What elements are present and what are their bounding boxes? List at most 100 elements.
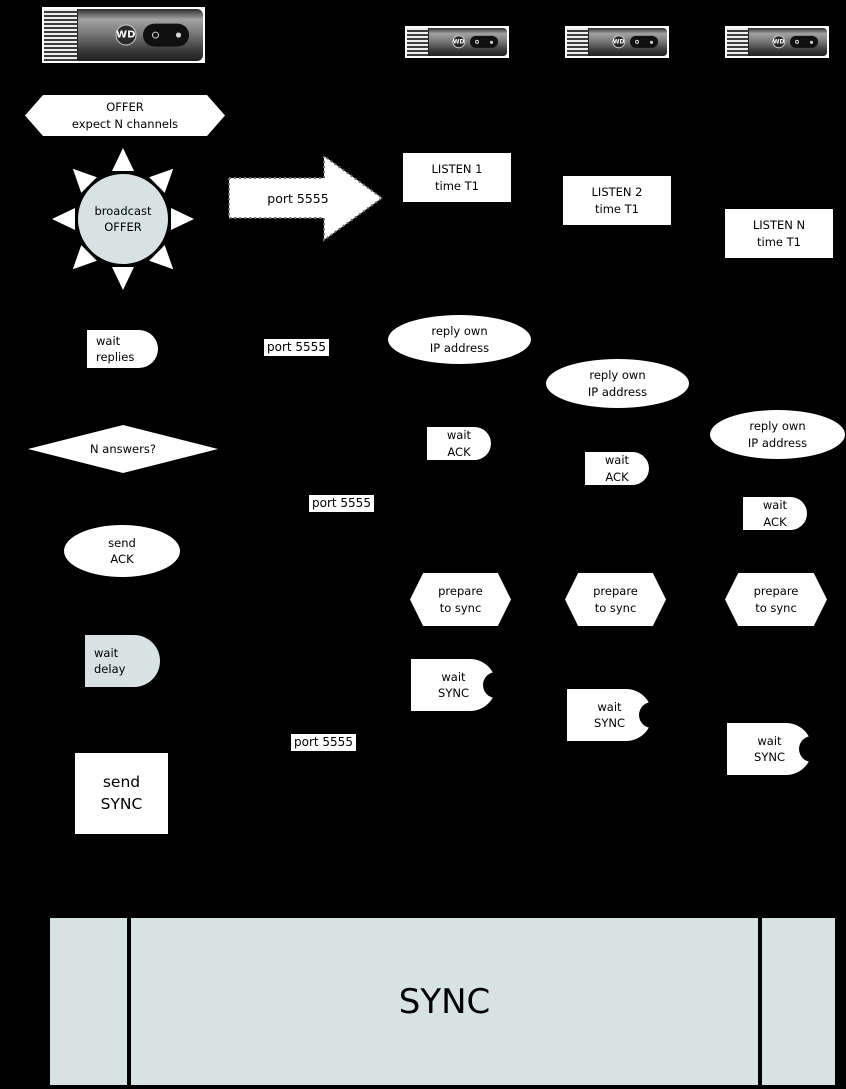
wait-ack-n-node: wait ACK — [743, 497, 807, 530]
wd-device-master: WD — [42, 7, 205, 63]
status-led-icon — [810, 40, 813, 44]
broadcast-offer-label: broadcast OFFER — [48, 144, 198, 294]
send-ack-line2: ACK — [110, 552, 134, 566]
wait-ack-2-line2: ACK — [605, 469, 629, 484]
listen-1-node: LISTEN 1 time T1 — [403, 153, 511, 202]
prepare-sync-n-node: prepare to sync — [725, 573, 827, 626]
wait-ack-1-line2: ACK — [447, 444, 471, 459]
device-body: WD — [78, 9, 203, 61]
power-button-icon — [151, 31, 160, 39]
wd-logo: WD — [451, 35, 466, 49]
broadcast-line2: OFFER — [104, 220, 142, 234]
send-ack-line1: send — [108, 535, 136, 550]
wait-delay-line2: delay — [94, 662, 126, 676]
reply-ip-1-line1: reply own — [431, 324, 488, 339]
wait-sync-n-node: wait SYNC — [727, 723, 812, 775]
reply-ip-2-line2: IP address — [587, 384, 648, 399]
wait-replies-line1: wait — [96, 333, 121, 348]
wait-ack-n-line1: wait — [762, 498, 788, 513]
wait-sync-1-line1: wait — [441, 669, 466, 684]
listen-n-line2: time T1 — [757, 234, 801, 249]
send-sync-line2: SYNC — [100, 794, 143, 813]
prepare-1-line1: prepare — [438, 584, 483, 599]
status-led-icon — [490, 40, 493, 44]
device-body: WD — [429, 28, 507, 56]
right-arrow-icon — [228, 154, 384, 242]
wd-device-slave-n: WD — [725, 26, 829, 58]
offer-preparation-node: OFFER expect N channels — [25, 95, 225, 136]
wait-sync-2-node: wait SYNC — [567, 689, 652, 741]
listen-1-line1: LISTEN 1 — [431, 162, 483, 177]
device-button-panel — [143, 23, 190, 47]
reply-ip-1-node: reply own IP address — [388, 315, 531, 364]
reply-ip-n-line2: IP address — [747, 435, 808, 450]
wait-ack-2-line1: wait — [604, 453, 630, 468]
wd-device-slave-1: WD — [405, 26, 509, 58]
wait-replies-line2: replies — [96, 350, 135, 364]
offer-line1: OFFER — [106, 100, 144, 115]
device-vents-icon — [567, 28, 589, 56]
port-label-3: port 5555 — [291, 734, 356, 751]
wait-sync-2-line1: wait — [597, 699, 622, 714]
wd-logo: WD — [611, 35, 626, 49]
wait-sync-1-node: wait SYNC — [411, 659, 496, 711]
prepare-2-line1: prepare — [593, 584, 638, 599]
send-sync-line1: send — [102, 772, 141, 791]
port-label-2: port 5555 — [309, 495, 374, 512]
device-body: WD — [749, 28, 827, 56]
listen-2-line1: LISTEN 2 — [591, 185, 643, 200]
wd-logo: WD — [115, 24, 137, 46]
reply-ip-2-line1: reply own — [589, 368, 646, 383]
prepare-sync-1-node: prepare to sync — [410, 573, 511, 626]
wait-ack-1-node: wait ACK — [427, 427, 491, 460]
prepare-n-line1: prepare — [753, 584, 799, 599]
send-ack-node: send ACK — [64, 525, 180, 577]
n-answers-decision: N answers? — [28, 425, 218, 473]
prepare-2-line2: to sync — [594, 600, 637, 615]
power-button-icon — [634, 39, 640, 45]
reply-ip-n-node: reply own IP address — [710, 410, 845, 459]
send-sync-node: send SYNC — [75, 753, 168, 834]
sunburst-icon — [52, 148, 194, 290]
listen-1-line2: time T1 — [435, 178, 479, 193]
prepare-sync-2-node: prepare to sync — [565, 573, 666, 626]
sync-label: SYNC — [398, 981, 491, 1022]
device-button-panel — [469, 35, 499, 49]
wait-replies-node: wait replies — [87, 330, 158, 368]
prepare-1-line2: to sync — [439, 600, 482, 615]
wait-sync-n-line1: wait — [757, 733, 782, 748]
broadcast-offer-node: broadcast OFFER — [48, 144, 198, 294]
port-label-1: port 5555 — [264, 339, 329, 356]
timeline-divider-2 — [758, 918, 762, 1085]
status-led-icon — [176, 32, 181, 38]
device-vents-icon — [44, 9, 79, 61]
wait-delay-node: wait delay — [85, 635, 160, 687]
reply-ip-2-node: reply own IP address — [546, 359, 689, 408]
wait-sync-n-line2: SYNC — [754, 750, 785, 764]
wd-logo: WD — [771, 35, 786, 49]
n-answers-label: N answers? — [90, 441, 156, 456]
power-button-icon — [794, 39, 800, 45]
device-vents-icon — [727, 28, 749, 56]
device-vents-icon — [407, 28, 429, 56]
status-led-icon — [650, 40, 653, 44]
listen-n-line1: LISTEN N — [752, 218, 806, 233]
broadcast-line1: broadcast — [94, 203, 152, 218]
device-button-panel — [789, 35, 819, 49]
wait-ack-1-line1: wait — [446, 428, 472, 443]
listen-2-node: LISTEN 2 time T1 — [563, 176, 671, 225]
reply-ip-n-line1: reply own — [749, 419, 806, 434]
reply-ip-1-line2: IP address — [429, 340, 490, 355]
wait-ack-n-line2: ACK — [763, 514, 787, 529]
device-body: WD — [589, 28, 667, 56]
listen-2-line2: time T1 — [595, 201, 639, 216]
wait-ack-2-node: wait ACK — [585, 452, 649, 485]
arrow-port-label: port 5555 — [267, 190, 329, 206]
power-button-icon — [474, 39, 480, 45]
broadcast-arrow: port 5555 — [228, 150, 385, 246]
device-button-panel — [629, 35, 659, 49]
timeline-divider-1 — [127, 918, 131, 1085]
listen-n-node: LISTEN N time T1 — [725, 209, 833, 258]
wait-sync-2-line2: SYNC — [594, 716, 625, 730]
sync-timeline: SYNC — [50, 918, 835, 1085]
